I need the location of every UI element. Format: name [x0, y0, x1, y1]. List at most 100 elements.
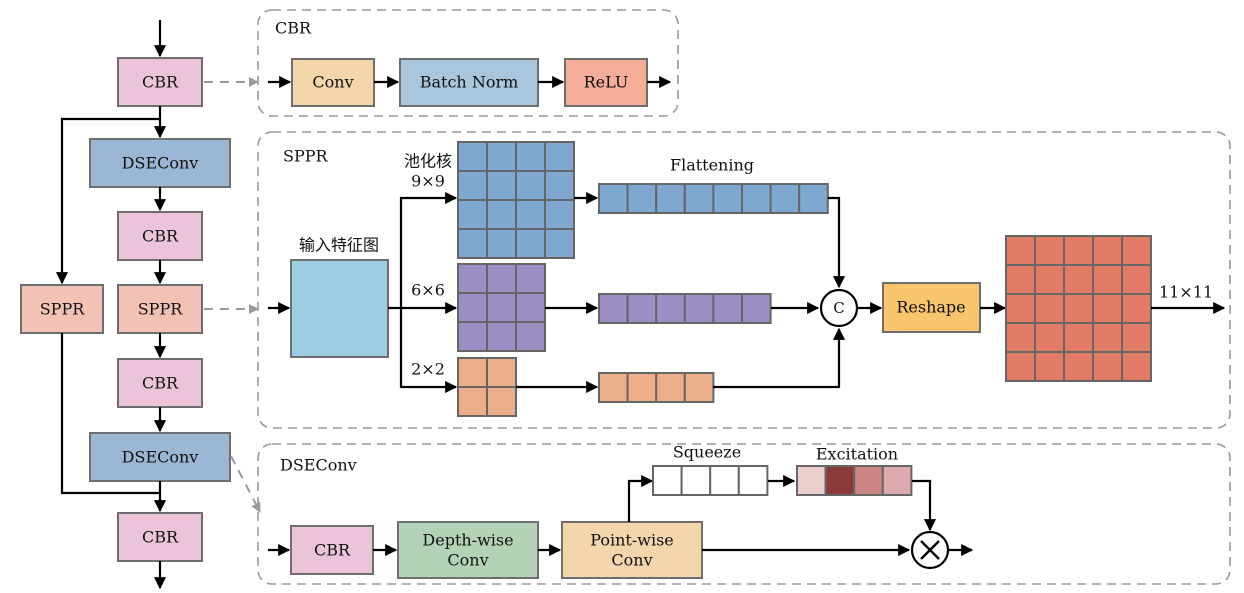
grid-cell [515, 292, 546, 323]
batch-norm-block[interactable] [399, 58, 539, 107]
vector-cell [796, 465, 827, 496]
backbone-dseconv-1[interactable] [89, 138, 231, 188]
excitation-vector [796, 465, 913, 496]
sppr-panel [257, 131, 1231, 429]
grid-cell [1034, 351, 1065, 382]
grid-cell [1005, 264, 1036, 295]
vector-cell [655, 293, 686, 324]
grid-cell [1063, 235, 1094, 266]
grid-cell [1092, 351, 1123, 382]
vector-cell [737, 465, 769, 496]
pool-kernel-label: 池化核 [404, 152, 452, 171]
vector-cell [853, 465, 884, 496]
depthwise-conv-block[interactable] [397, 521, 539, 579]
grid-cell [1121, 264, 1152, 295]
grid-cell [486, 228, 517, 259]
cbr-panel-content: Conv Batch Norm ReLU [268, 58, 672, 107]
squeeze-label: Squeeze [673, 443, 741, 462]
grid-cell [1092, 235, 1123, 266]
vector-cell [712, 293, 744, 324]
grid-cell [544, 199, 575, 230]
vector-cell [655, 372, 686, 403]
grid-cell [515, 199, 546, 230]
grid-cell [486, 292, 517, 323]
pool-kernel-2-label: 2×2 [411, 360, 445, 379]
dse-cbr-block[interactable] [290, 525, 374, 575]
vector-cell [741, 183, 772, 214]
vector-cell [824, 465, 856, 496]
pointwise-label-line1: Point-wise [590, 531, 674, 550]
backbone-cbr-2-label: CBR [142, 227, 179, 246]
grid-cell [486, 357, 517, 388]
vector-cell [626, 293, 658, 324]
grid-cell [1034, 264, 1065, 295]
output-feature-grid [1005, 235, 1152, 382]
excitation-label: Excitation [816, 445, 898, 464]
grid-cell [1063, 293, 1094, 324]
conv-label: Conv [312, 73, 353, 92]
grid-cell [486, 263, 517, 294]
grid-cell [1034, 235, 1065, 266]
vector-cell [655, 183, 686, 214]
backbone: CBR DSEConv CBR SPPR CBR DSEConv CBR SPP… [20, 20, 231, 590]
backbone-dseconv-2[interactable] [89, 432, 231, 482]
grid-cell [457, 228, 488, 259]
grid-cell [486, 141, 517, 172]
vector-cell [680, 465, 712, 496]
vector-cell [598, 183, 629, 214]
vector-cell [683, 372, 715, 403]
flattened-vector-9x9 [598, 183, 829, 214]
backbone-cbr-2[interactable] [117, 211, 203, 261]
grid-cell [457, 141, 488, 172]
grid-cell [457, 321, 488, 352]
skip-connection-out [60, 333, 160, 495]
grid-cell [1063, 351, 1094, 382]
skip-connection-in [55, 117, 160, 285]
flattened-vector-6x6 [598, 293, 772, 324]
sppr-panel-content: 输入特征图 池化核 9×9 6×6 2×2 Flattening C Resha… [268, 141, 1226, 417]
dse-cbr-label: CBR [314, 541, 351, 560]
reshape-block[interactable] [882, 282, 981, 333]
grid-cell [1121, 351, 1152, 382]
grid-cell [1005, 351, 1036, 382]
grid-cell [1005, 322, 1036, 353]
grid-cell [1121, 322, 1152, 353]
squeeze-vector [652, 465, 769, 496]
cbr-panel [257, 9, 679, 117]
vector-cell [626, 183, 658, 214]
flattened-vector-2x2 [598, 372, 715, 403]
grid-cell [1092, 264, 1123, 295]
backbone-dseconv-2-label: DSEConv [122, 448, 199, 467]
grid-cell [1034, 293, 1065, 324]
pointwise-label-line2: Conv [611, 551, 652, 570]
pooled-grid-2x2 [457, 357, 517, 417]
grid-cell [1092, 293, 1123, 324]
grid-cell [457, 292, 488, 323]
grid-cell [486, 386, 517, 417]
branch-sppr[interactable] [20, 284, 104, 334]
grid-cell [457, 199, 488, 230]
vector-cell [709, 465, 740, 496]
grid-cell [544, 141, 575, 172]
reshape-label: Reshape [896, 298, 965, 317]
vector-cell [769, 183, 801, 214]
cbr-panel-title: CBR [275, 19, 312, 38]
grid-cell [515, 321, 546, 352]
pointwise-conv-block[interactable] [561, 521, 703, 579]
backbone-cbr-1-label: CBR [142, 73, 179, 92]
batch-norm-label: Batch Norm [420, 73, 519, 92]
backbone-cbr-1[interactable] [117, 57, 203, 107]
sppr-panel-title: SPPR [283, 147, 328, 166]
relu-label: ReLU [584, 73, 629, 92]
input-feature-map-label: 输入特征图 [299, 236, 379, 255]
input-feature-map[interactable] [290, 259, 389, 358]
concat-symbol: C [833, 299, 844, 317]
vector-cell [683, 293, 715, 324]
backbone-cbr-3-label: CBR [142, 374, 179, 393]
output-size-label: 11×11 [1159, 283, 1213, 302]
grid-cell [1034, 322, 1065, 353]
grid-cell [457, 386, 488, 417]
grid-cell [486, 321, 517, 352]
vector-cell [598, 372, 629, 403]
